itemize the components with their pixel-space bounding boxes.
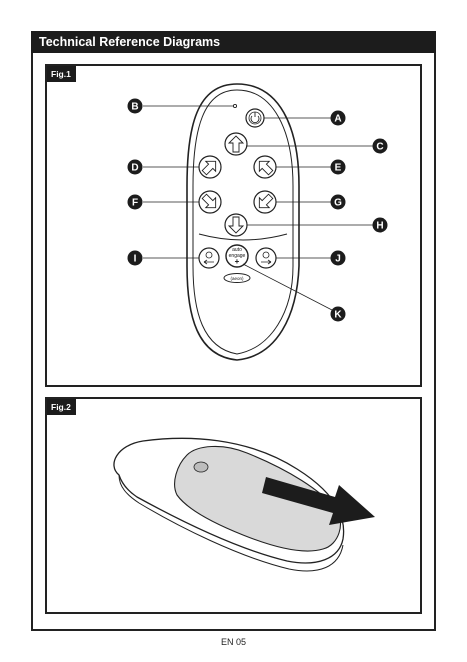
brand-logo: (aeon) (223, 273, 251, 283)
remote-divider (198, 233, 288, 241)
power-button (245, 108, 265, 128)
svg-text:C: C (376, 142, 383, 153)
svg-text:A: A (334, 114, 341, 125)
callout-G: G (330, 194, 346, 210)
lower-right-button (255, 247, 277, 269)
fig1-panel: Fig.1 (45, 64, 422, 387)
down-arrow-button (224, 213, 248, 237)
svg-text:D: D (131, 163, 138, 174)
svg-text:B: B (131, 102, 138, 113)
plus-label: + (235, 257, 240, 266)
auto-engage-button: auto engage + (225, 244, 249, 268)
svg-text:J: J (335, 254, 341, 265)
svg-text:F: F (132, 198, 138, 209)
fig2-panel: Fig.2 (45, 397, 422, 614)
brand-text: (aeon) (230, 276, 244, 281)
fig1-tag: Fig.1 (47, 66, 76, 82)
cover-grip (193, 461, 209, 473)
indicator-led (232, 103, 238, 109)
remote-diagram: auto engage + (aeon) B A C D E F (127, 83, 388, 361)
up-left-arrow-button (253, 155, 277, 179)
page-number: EN 05 (220, 637, 246, 647)
battery-cover-diagram (113, 437, 375, 572)
svg-text:E: E (335, 163, 342, 174)
slide-arrow-icon (262, 477, 375, 525)
callout-A: A (330, 110, 346, 126)
up-arrow-button (224, 132, 248, 156)
remote-inner-outline (192, 89, 294, 355)
callout-K: K (330, 306, 346, 322)
svg-text:G: G (334, 198, 342, 209)
down-right-arrow-button (198, 190, 222, 214)
fig2-tag: Fig.2 (47, 399, 76, 415)
callout-B: B (127, 98, 143, 114)
lower-left-button (198, 247, 220, 269)
engage-label: engage (229, 253, 246, 259)
down-left-arrow-button (253, 190, 277, 214)
callout-C: C (372, 138, 388, 154)
svg-text:H: H (376, 221, 383, 232)
callout-I: I (127, 250, 143, 266)
leader-lines (143, 105, 373, 311)
page-frame (31, 31, 436, 631)
battery-cover (174, 445, 341, 552)
svg-text:I: I (134, 254, 137, 265)
callout-H: H (372, 217, 388, 233)
callout-D: D (127, 159, 143, 175)
svg-text:K: K (334, 310, 342, 321)
page-title: Technical Reference Diagrams (31, 31, 436, 53)
callout-J: J (330, 250, 346, 266)
up-right-arrow-button (198, 155, 222, 179)
callout-E: E (330, 159, 346, 175)
auto-label: auto (232, 247, 242, 253)
callout-F: F (127, 194, 143, 210)
